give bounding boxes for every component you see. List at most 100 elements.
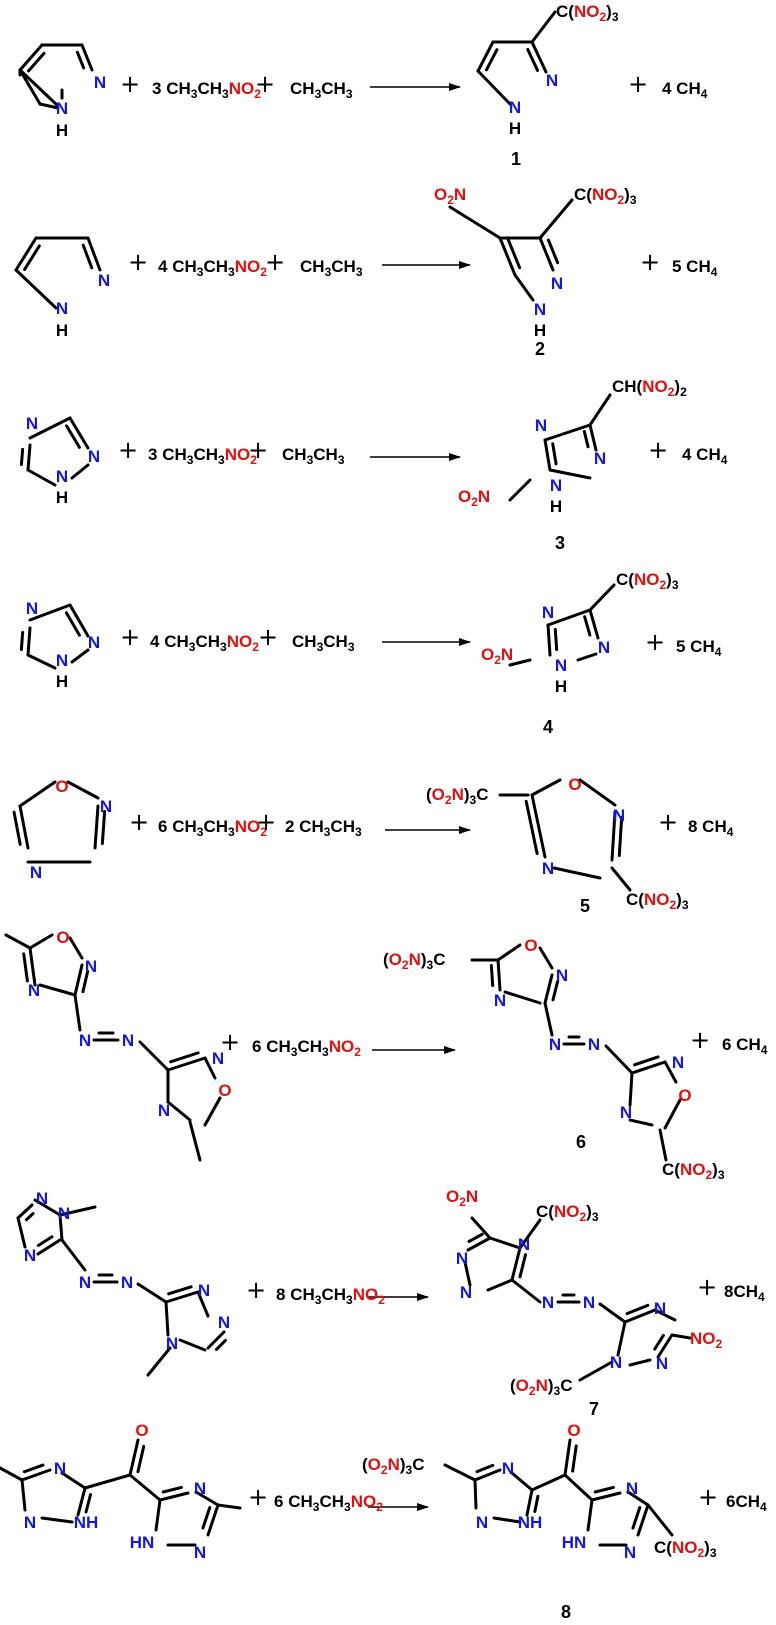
double-bond [656, 1333, 674, 1359]
trinitromethyl-group: (O2N)3C [510, 1376, 573, 1398]
bond [663, 1098, 682, 1130]
ring-oxygen: O [678, 1086, 691, 1105]
bond [203, 1056, 217, 1080]
bond [154, 1498, 162, 1532]
double-bond [653, 1333, 665, 1351]
bond [653, 1308, 677, 1322]
bond [646, 1503, 674, 1537]
methane-byproduct: 5 CH4 [672, 257, 718, 279]
plus-sign: + [265, 248, 285, 276]
bond [530, 1473, 567, 1492]
hydrogen-label: H [56, 672, 68, 691]
double-bond [16, 1203, 34, 1220]
nitromethane-reagent: 6 CH3CH3NO2 [274, 1492, 383, 1514]
ring-nitrogen: N [158, 1101, 170, 1120]
methane-byproduct: 4 CH4 [662, 79, 708, 101]
ethane-reagent: CH3CH3 [300, 257, 363, 279]
double-bond [18, 43, 44, 72]
plus-sign: + [129, 808, 149, 836]
double-bond [571, 1444, 578, 1473]
plus-sign: + [640, 248, 660, 276]
trinitromethyl-group: C(NO2)3 [662, 1160, 725, 1182]
ring-nitrogen: N [534, 300, 546, 319]
bond [663, 1060, 678, 1084]
ring-nitrogen: N [198, 1281, 210, 1300]
bond [194, 1490, 220, 1507]
double-bond [538, 236, 555, 272]
double-bond [26, 443, 32, 472]
bond [18, 68, 42, 106]
hydrogen-label: H [509, 119, 521, 138]
plus-sign: + [658, 808, 678, 836]
bond [178, 1338, 207, 1352]
ring-nitrogen: N [56, 299, 68, 318]
bond [503, 990, 542, 1005]
carbonyl-oxygen: O [567, 1421, 580, 1440]
bond [448, 205, 502, 240]
dinitromethyl-group: CH(NO2)2 [612, 377, 687, 399]
double-bond [489, 963, 495, 987]
double-bond [631, 1506, 642, 1530]
double-bond [543, 973, 554, 1005]
ring-nitrogen: N [85, 957, 97, 976]
plus-sign: + [698, 1483, 718, 1511]
bond [530, 10, 557, 44]
double-bond [75, 50, 86, 70]
double-bond [65, 424, 81, 449]
bond [473, 1478, 478, 1510]
compound-label-5: 5 [580, 896, 590, 916]
double-bond [633, 1055, 660, 1067]
bond [26, 653, 57, 670]
hydrogen-label: H [56, 321, 68, 340]
trinitromethyl-group: C(NO2)3 [626, 890, 689, 912]
bond [586, 1498, 594, 1532]
ring-nitrogen: N [166, 1334, 178, 1353]
ring-oxygen: O [56, 928, 69, 947]
bond [610, 866, 632, 892]
ring-nitrogen: N [613, 806, 625, 825]
bond [563, 1473, 594, 1502]
bond [552, 866, 602, 880]
ring-nitrogen: N [36, 1189, 48, 1208]
bond [33, 1198, 62, 1217]
bond [83, 1473, 132, 1490]
bond [476, 69, 512, 106]
bond [58, 1205, 97, 1217]
double-bond [496, 958, 502, 992]
double-bond [84, 1493, 93, 1514]
azo-nitrogen: N [79, 1031, 91, 1050]
bond [658, 1128, 668, 1162]
trinitromethyl-group: C(NO2)3 [556, 2, 619, 24]
bond [203, 1096, 222, 1127]
double-bond [86, 236, 102, 272]
bond [20, 1478, 27, 1512]
bond [548, 468, 592, 480]
nitromethane-reagent: 3 CH3CH3NO2 [152, 79, 261, 101]
bond [538, 198, 574, 240]
ring-nitrogen: N [194, 1479, 206, 1498]
double-bond [546, 238, 560, 265]
double-bond [36, 1238, 62, 1256]
bond [40, 1516, 74, 1524]
double-bond [473, 1468, 502, 1482]
plus-sign: + [690, 1026, 710, 1054]
ring-nitrogen: N [456, 1249, 468, 1268]
bond [670, 1333, 692, 1340]
ring-nh: NH [74, 1513, 99, 1532]
plus-sign: + [248, 1483, 268, 1511]
nitromethane-reagent: 6 CH3CH3NO2 [158, 817, 267, 839]
double-bond [18, 804, 30, 850]
double-bond [80, 43, 94, 72]
azo-nitrogen: N [549, 1035, 561, 1054]
bond [588, 583, 616, 612]
double-bond [551, 442, 558, 466]
ring-nitrogen: N [518, 1235, 530, 1254]
bond [508, 478, 532, 502]
bond [488, 1236, 522, 1250]
double-bond [466, 1236, 492, 1252]
double-bond [206, 1503, 220, 1537]
ring-nitrogen: N [626, 1479, 638, 1498]
ring-nitrogen: N [509, 98, 521, 117]
plus-sign: + [256, 808, 276, 836]
